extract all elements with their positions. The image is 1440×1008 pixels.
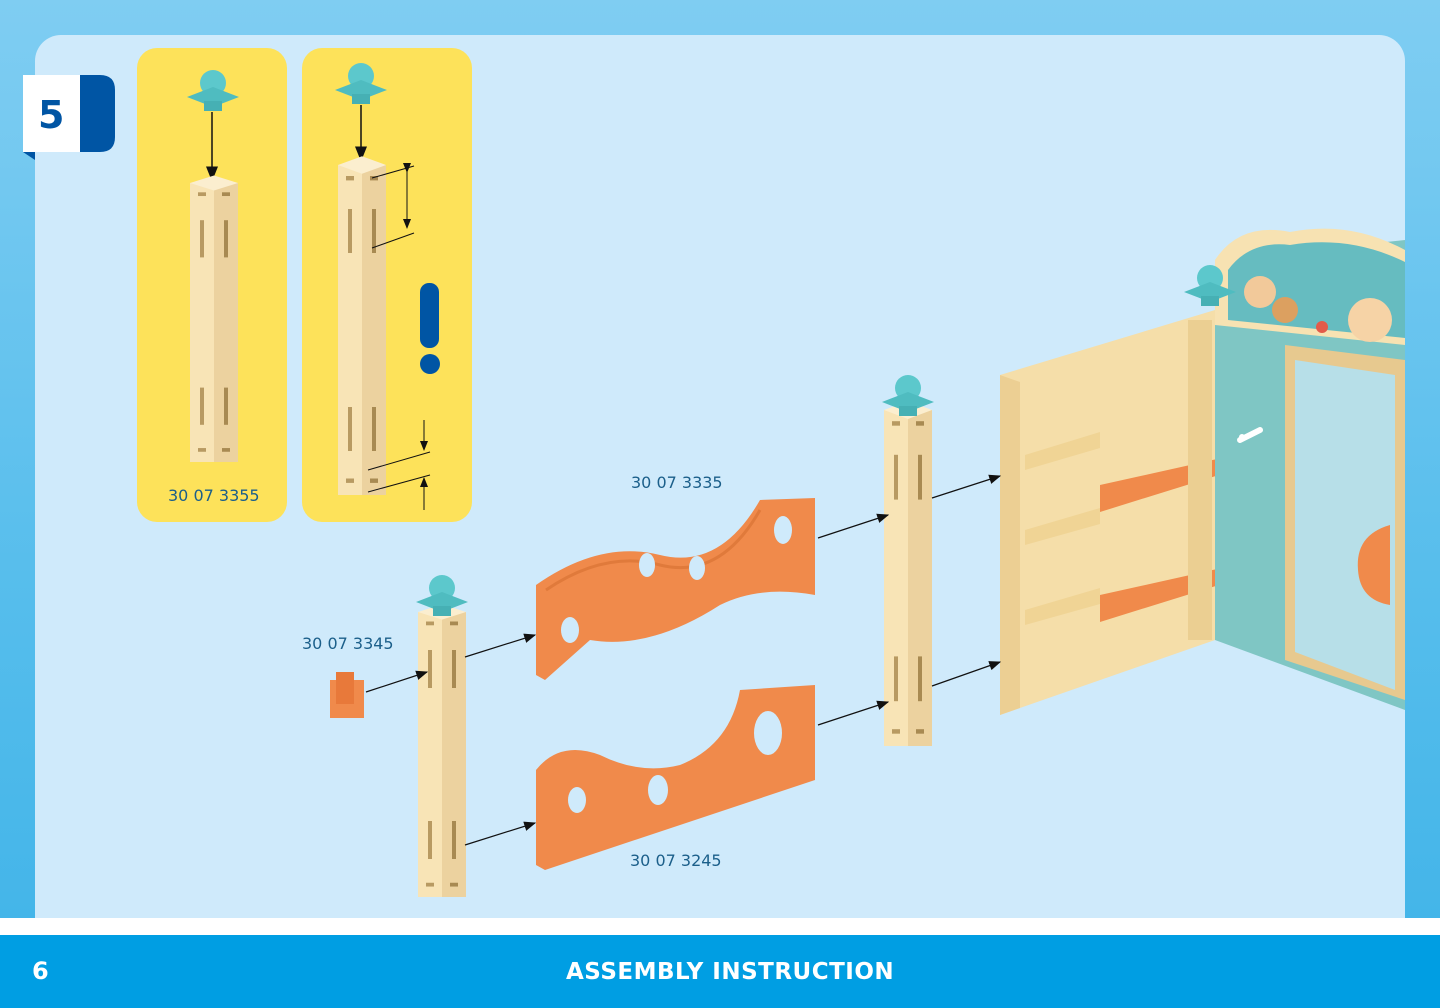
post-left [416,575,468,897]
footer-title: ASSEMBLY INSTRUCTION [566,959,895,985]
assembly-illustration: 5 30 07 3355 [23,48,1405,897]
divider-strip [0,918,1440,935]
shop-wall-assembly [1000,228,1405,715]
fence-panel-top [536,498,815,680]
footer-bar: 6 ASSEMBLY INSTRUCTION [0,935,1440,1008]
part-number-fence-bottom: 30 07 3245 [630,851,722,870]
post-right [882,375,934,746]
step-number: 5 [38,93,64,137]
warning-exclamation-icon [420,283,440,374]
callout-post-cap: 30 07 3355 [137,48,287,522]
fence-panel-bottom [536,685,815,870]
step-badge: 5 [23,75,115,160]
part-number-fence-top: 30 07 3335 [631,473,723,492]
page-number: 6 [32,957,49,985]
part-number-clip: 30 07 3345 [302,634,394,653]
part-number-post: 30 07 3355 [168,486,260,505]
clip-part [330,672,364,718]
callout-orientation [302,48,472,522]
